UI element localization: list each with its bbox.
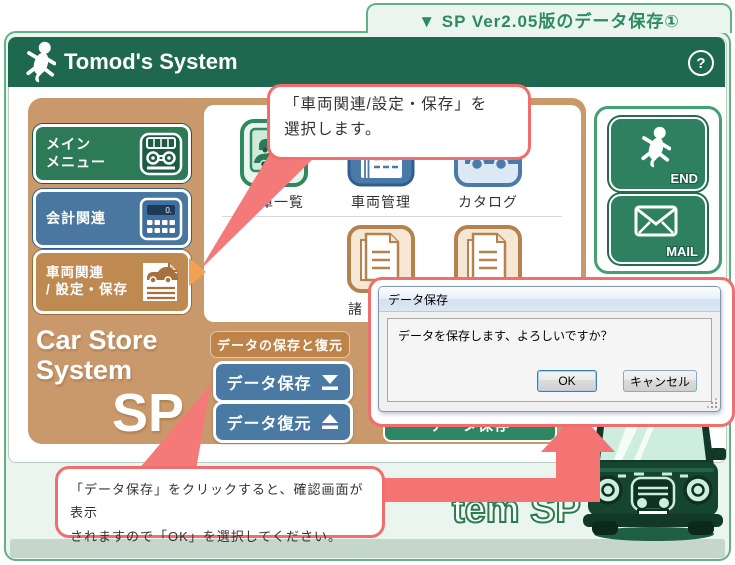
data-restore-button[interactable]: データ復元 (213, 401, 353, 443)
app-header-bar (8, 37, 725, 87)
logotype-line1: Car Store (36, 325, 158, 355)
expenses-document-icon[interactable] (346, 224, 416, 294)
download-arrow-icon (321, 375, 338, 390)
mail-button[interactable]: MAIL (609, 194, 707, 264)
car-illustration (580, 420, 726, 541)
car-front-icon (139, 132, 183, 175)
callout-arrow (345, 412, 615, 502)
help-icon[interactable]: ? (688, 50, 714, 76)
upload-arrow-icon (321, 414, 338, 429)
dialog-body: データを保存します、よろしいですか？ OK キャンセル (387, 318, 712, 402)
dialog-title-bar[interactable]: データ保存 (379, 287, 720, 312)
sidebar-item-vehicle-settings-save[interactable]: 車両関連 / 設定・保存 (33, 250, 191, 314)
status-bar (10, 539, 725, 558)
resize-grip[interactable] (708, 399, 717, 408)
car-store-system-logotype: Car Store System SP (36, 325, 184, 441)
data-save-button[interactable]: データ保存 (213, 361, 353, 403)
calculator-icon: 0. (139, 197, 183, 240)
tutorial-caption-text: ▼ SP Ver2.05版のデータ保存① (418, 11, 680, 31)
vehicle-document-icon (143, 263, 178, 301)
confirm-dialog: データ保存 データを保存します、よろしいですか？ OK キャンセル (378, 286, 721, 412)
active-tab-arrow-icon (189, 258, 206, 286)
end-button[interactable]: END (609, 117, 707, 191)
end-button-label: END (670, 171, 698, 186)
sidebar-item-accounting[interactable]: 会計関連 0. (33, 189, 191, 248)
data-restore-label: データ復元 (226, 416, 312, 433)
instruction-bubble-select: 「車両関連/設定・保存」を 選択します。 (267, 84, 531, 160)
sidebar-item-main-menu[interactable]: メイン メニュー (33, 124, 191, 183)
save-restore-section-title: データの保存と復元 (210, 331, 350, 358)
instruction-bubble-save: 「データ保存」をクリックすると、確認画面が表示 されますので「OK」を選択してく… (55, 466, 385, 544)
gecko-end-icon (641, 125, 671, 169)
bubble2-pointer (138, 384, 211, 470)
sidebar-item-label: 会計関連 (46, 209, 106, 226)
gecko-logo-icon (26, 40, 56, 84)
logotype-line2: System (36, 355, 133, 385)
ok-button[interactable]: OK (537, 370, 597, 392)
bubble1-pointer (200, 140, 332, 270)
cancel-button[interactable]: キャンセル (623, 370, 697, 392)
calculator-display: 0. (165, 206, 172, 215)
vehicle-management-label: 車両管理 (351, 194, 411, 210)
mail-button-label: MAIL (666, 244, 698, 259)
catalog-label: カタログ (458, 194, 518, 210)
envelope-icon (634, 205, 678, 237)
menu-divider (222, 216, 562, 217)
dialog-message: データを保存します、よろしいですか？ (398, 329, 613, 343)
sidebar-item-label: メイン メニュー (46, 136, 106, 170)
partial-icon-label: 諸 (348, 301, 363, 317)
sidebar-item-label: 車両関連 / 設定・保存 (46, 265, 129, 297)
data-save-label: データ保存 (226, 376, 312, 393)
app-brand-title: Tomod's System (64, 49, 238, 74)
tutorial-caption-tab: ▼ SP Ver2.05版のデータ保存① (366, 3, 732, 33)
dialog-title: データ保存 (388, 292, 449, 307)
